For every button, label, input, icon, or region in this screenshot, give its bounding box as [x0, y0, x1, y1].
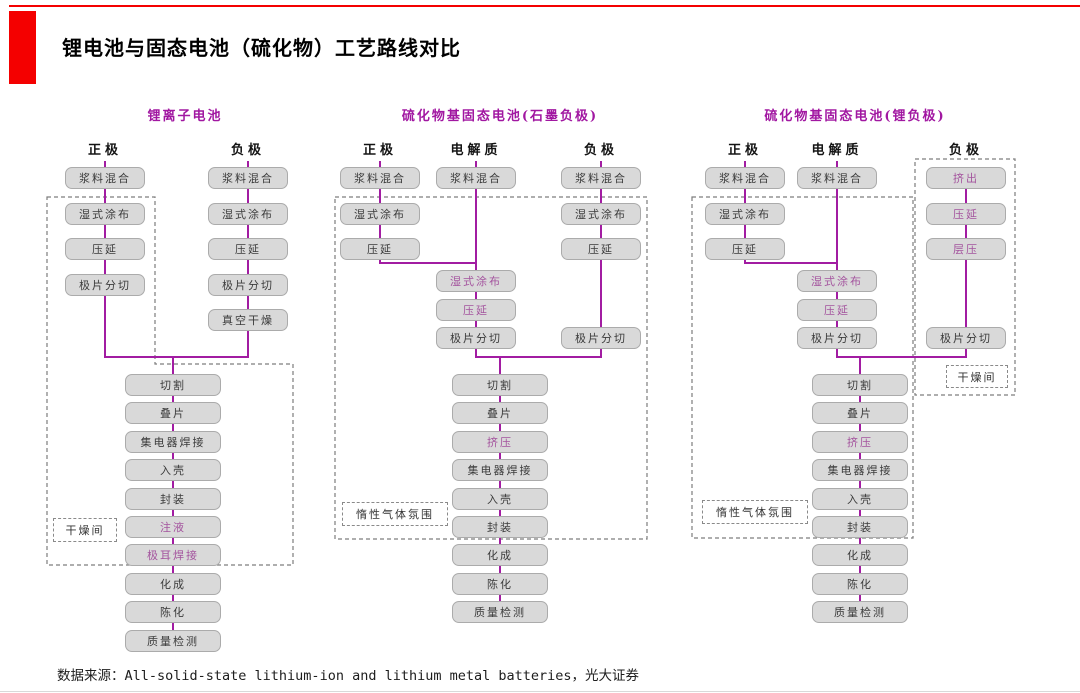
step-box: 压延 — [208, 238, 288, 260]
step-box: 叠片 — [452, 402, 548, 424]
step-box-highlighted: 压延 — [797, 299, 877, 321]
step-box: 极片分切 — [436, 327, 516, 349]
step-box: 集电器焊接 — [125, 431, 221, 453]
step-box: 入壳 — [812, 488, 908, 510]
step-box-highlighted: 压延 — [926, 203, 1006, 225]
step-box: 浆料混合 — [65, 167, 145, 189]
zone-label-dry-room: 干燥间 — [946, 365, 1008, 388]
step-box: 浆料混合 — [797, 167, 877, 189]
step-box: 浆料混合 — [340, 167, 420, 189]
column-header-electrolyte: 电解质 — [811, 143, 863, 158]
step-box-highlighted: 极耳焊接 — [125, 544, 221, 566]
step-box: 极片分切 — [926, 327, 1006, 349]
zone-label-inert-gas: 惰性气体氛围 — [702, 500, 808, 524]
column-header-cathode: 正极 — [727, 143, 762, 158]
inert-gas-zone-outline-d3 — [691, 196, 914, 539]
step-box: 集电器焊接 — [812, 459, 908, 481]
step-box-highlighted: 层压 — [926, 238, 1006, 260]
step-box: 压延 — [65, 238, 145, 260]
zone-label-dry-room: 干燥间 — [53, 518, 117, 542]
diagram-title: 硫化物基固态电池(石墨负极) — [401, 109, 599, 124]
bottom-divider — [0, 691, 1080, 692]
step-box: 浆料混合 — [705, 167, 785, 189]
column-header-anode: 负极 — [230, 143, 265, 158]
step-box: 叠片 — [812, 402, 908, 424]
step-box: 化成 — [452, 544, 548, 566]
step-box-highlighted: 压延 — [436, 299, 516, 321]
step-box: 切割 — [125, 374, 221, 396]
step-box: 质量检测 — [125, 630, 221, 652]
column-header-anode: 负极 — [948, 143, 983, 158]
step-box: 极片分切 — [561, 327, 641, 349]
page-title: 锂电池与固态电池（硫化物）工艺路线对比 — [62, 36, 461, 60]
step-box: 极片分切 — [797, 327, 877, 349]
step-box: 陈化 — [812, 573, 908, 595]
step-box: 封装 — [812, 516, 908, 538]
dry-room-zone-outline-d3 — [914, 158, 1016, 396]
step-box: 湿式涂布 — [208, 203, 288, 225]
column-header-electrolyte: 电解质 — [450, 143, 502, 158]
step-box-highlighted: 注液 — [125, 516, 221, 538]
step-box: 封装 — [125, 488, 221, 510]
step-box-highlighted: 挤压 — [452, 431, 548, 453]
step-box: 压延 — [705, 238, 785, 260]
step-box: 湿式涂布 — [340, 203, 420, 225]
diagram-title: 锂离子电池 — [147, 109, 223, 124]
step-box: 压延 — [561, 238, 641, 260]
step-box: 真空干燥 — [208, 309, 288, 331]
red-accent-block — [9, 11, 36, 84]
step-box: 湿式涂布 — [561, 203, 641, 225]
source-note: 数据来源：All-solid-state lithium-ion and lit… — [57, 668, 640, 684]
step-box: 入壳 — [125, 459, 221, 481]
zone-label-inert-gas: 惰性气体氛围 — [342, 502, 448, 526]
step-box: 浆料混合 — [561, 167, 641, 189]
inert-gas-zone-outline-d2 — [334, 196, 648, 540]
step-box: 切割 — [812, 374, 908, 396]
step-box-highlighted: 湿式涂布 — [436, 270, 516, 292]
step-box: 压延 — [340, 238, 420, 260]
step-box: 切割 — [452, 374, 548, 396]
step-box-highlighted: 湿式涂布 — [797, 270, 877, 292]
step-box: 浆料混合 — [436, 167, 516, 189]
step-box: 入壳 — [452, 488, 548, 510]
step-box: 集电器焊接 — [452, 459, 548, 481]
step-box: 质量检测 — [452, 601, 548, 623]
step-box: 叠片 — [125, 402, 221, 424]
step-box-highlighted: 挤出 — [926, 167, 1006, 189]
step-box-highlighted: 挤压 — [812, 431, 908, 453]
step-box: 极片分切 — [208, 274, 288, 296]
step-box: 化成 — [812, 544, 908, 566]
step-box: 陈化 — [452, 573, 548, 595]
top-accent-line — [9, 5, 1080, 7]
step-box: 陈化 — [125, 601, 221, 623]
step-box: 化成 — [125, 573, 221, 595]
step-box: 封装 — [452, 516, 548, 538]
step-box: 湿式涂布 — [705, 203, 785, 225]
column-header-anode: 负极 — [583, 143, 618, 158]
step-box: 极片分切 — [65, 274, 145, 296]
dry-room-zone-outline-d1 — [46, 196, 294, 566]
step-box: 湿式涂布 — [65, 203, 145, 225]
column-header-cathode: 正极 — [87, 143, 122, 158]
diagram-title: 硫化物基固态电池(锂负极) — [764, 109, 946, 124]
column-header-cathode: 正极 — [362, 143, 397, 158]
step-box: 质量检测 — [812, 601, 908, 623]
step-box: 浆料混合 — [208, 167, 288, 189]
